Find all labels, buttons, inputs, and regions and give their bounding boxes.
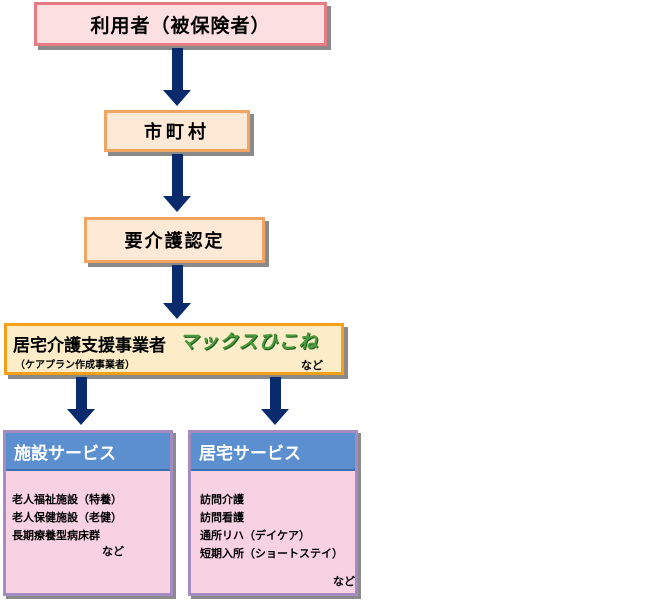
arrow-agency-to-home: [261, 377, 289, 425]
home-services-list: 訪問介護 訪問看護 通所リハ（デイケア） 短期入所（ショートステイ）: [191, 471, 355, 563]
home-service-item: 通所リハ（デイケア）: [200, 529, 310, 542]
home-service-item: 訪問介護: [200, 493, 244, 506]
care-agency-etc: など: [301, 359, 323, 372]
facility-services-etc: など: [102, 545, 124, 558]
arrow-user-to-city: [163, 48, 191, 106]
facility-services-list: 老人福祉施設（特養） 老人保健施設（老健） 長期療養型病床群: [6, 471, 170, 545]
certification-node: 要介護認定: [84, 217, 265, 263]
home-services-box: 居宅サービス 訪問介護 訪問看護 通所リハ（デイケア） 短期入所（ショートステイ…: [188, 430, 358, 596]
city-node-label: 市町村: [144, 122, 210, 143]
facility-service-item: 老人保健施設（老健）: [12, 511, 122, 524]
city-node: 市町村: [104, 110, 250, 152]
arrow-agency-to-facility: [67, 377, 95, 425]
care-agency-node: 居宅介護支援事業者 マックスひこね （ケアプラン作成事業者） など: [4, 323, 344, 375]
care-agency-subtitle: （ケアプラン作成事業者）: [15, 360, 135, 371]
care-agency-brand: マックスひこね: [179, 331, 319, 353]
care-agency-title: 居宅介護支援事業者: [13, 336, 166, 356]
user-node: 利用者（被保険者）: [34, 2, 327, 46]
home-service-item: 訪問看護: [200, 511, 244, 524]
home-services-header: 居宅サービス: [191, 433, 355, 471]
home-services-etc: など: [333, 575, 355, 588]
facility-service-item: 長期療養型病床群: [12, 529, 100, 542]
facility-services-box: 施設サービス 老人福祉施設（特養） 老人保健施設（老健） 長期療養型病床群 など: [3, 430, 173, 596]
user-node-label: 利用者（被保険者）: [90, 14, 271, 37]
arrow-city-to-certification: [163, 154, 191, 212]
facility-service-item: 老人福祉施設（特養）: [12, 493, 122, 506]
facility-services-header: 施設サービス: [6, 433, 170, 471]
arrow-certification-to-agency: [163, 265, 191, 319]
home-service-item: 短期入所（ショートステイ）: [200, 547, 343, 560]
certification-node-label: 要介護認定: [124, 231, 225, 252]
